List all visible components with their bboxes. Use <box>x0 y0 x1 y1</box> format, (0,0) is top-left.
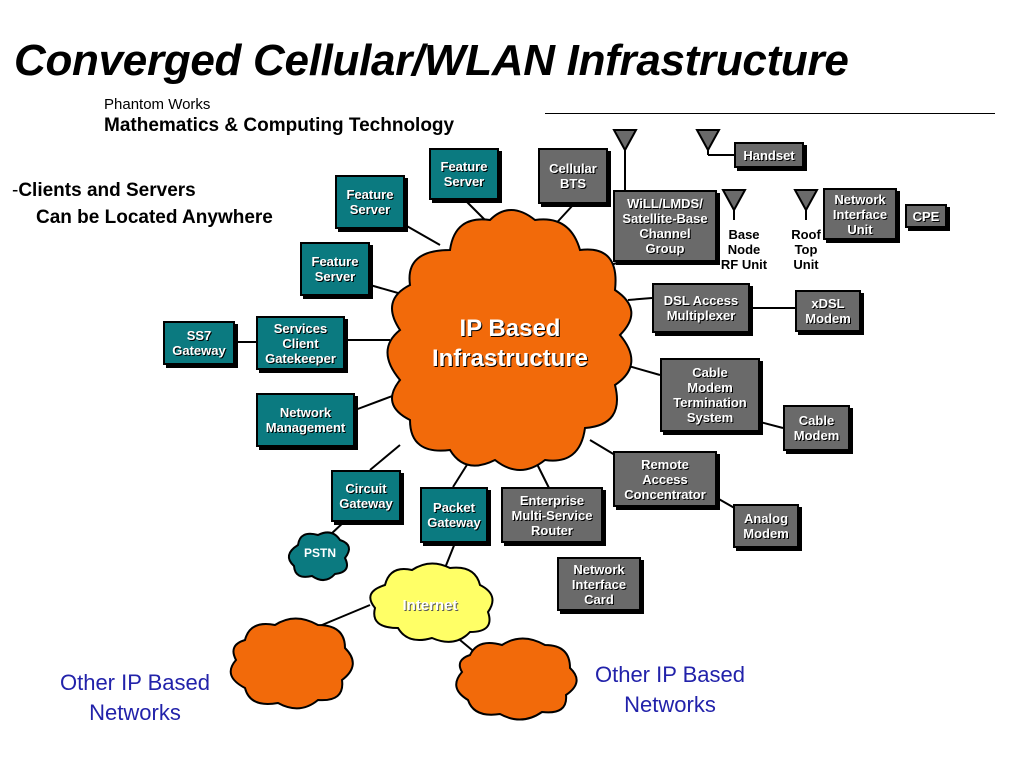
other-networks-label-right: Other IP Based Networks <box>594 662 745 717</box>
other-network-cloud-left <box>229 617 354 710</box>
ss7-gateway-box: SS7 Gateway <box>163 321 235 365</box>
bullet-line-2: Can be Located Anywhere <box>36 207 273 228</box>
cable-modem-box: Cable Modem <box>783 405 850 451</box>
internet-label: Internet <box>402 597 458 614</box>
cmts-box: Cable Modem Termination System <box>660 358 760 432</box>
network-management-box: Network Management <box>256 393 355 447</box>
antenna-icon <box>721 189 747 213</box>
cpe-box: CPE <box>905 204 947 228</box>
analog-modem-box: Analog Modem <box>733 504 799 548</box>
ip-infrastructure-label: IP Based Infrastructure <box>431 315 589 372</box>
handset-box: Handset <box>734 142 804 168</box>
antenna-icon <box>695 129 721 153</box>
feature-server-box: Feature Server <box>429 148 499 200</box>
packet-gateway-box: Packet Gateway <box>420 487 488 543</box>
bullet-dash: - <box>12 180 19 201</box>
header-divider <box>545 113 995 114</box>
ip-infrastructure-cloud <box>386 209 633 471</box>
xdsl-modem-box: xDSL Modem <box>795 290 861 332</box>
bullet-text-1: Clients and Servers <box>18 180 196 201</box>
internet-cloud <box>369 562 494 643</box>
bullet-line-1: -Clients and Servers <box>12 180 196 202</box>
org-department: Mathematics & Computing Technology <box>104 115 455 136</box>
circuit-gateway-box: Circuit Gateway <box>331 470 401 522</box>
cellular-bts-box: Cellular BTS <box>538 148 608 204</box>
feature-server-box: Feature Server <box>300 242 370 296</box>
dsl-access-multiplexer-box: DSL Access Multiplexer <box>652 283 750 333</box>
will-lmds-satellite-box: WiLL/LMDS/ Satellite-Base Channel Group <box>613 190 717 262</box>
other-network-cloud-right <box>455 637 578 721</box>
antenna-icon <box>793 189 819 213</box>
feature-server-box: Feature Server <box>335 175 405 229</box>
antenna-icons <box>612 129 819 213</box>
other-networks-label-left: Other IP Based Networks <box>59 670 210 725</box>
network-interface-unit-box: Network Interface Unit <box>823 188 897 240</box>
services-client-gatekeeper-box: Services Client Gatekeeper <box>256 316 345 370</box>
pstn-cloud <box>287 531 350 581</box>
page-title: Converged Cellular/WLAN Infrastructure <box>14 36 849 85</box>
base-node-label: Base Node RF Unit <box>720 227 768 272</box>
remote-access-concentrator-box: Remote Access Concentrator <box>613 451 717 507</box>
enterprise-router-box: Enterprise Multi-Service Router <box>501 487 603 543</box>
pstn-label: PSTN <box>303 546 336 560</box>
antenna-icon <box>612 129 638 153</box>
roof-top-label: Roof Top Unit <box>791 227 821 272</box>
org-name: Phantom Works <box>104 96 211 113</box>
network-interface-card-box: Network Interface Card <box>557 557 641 611</box>
